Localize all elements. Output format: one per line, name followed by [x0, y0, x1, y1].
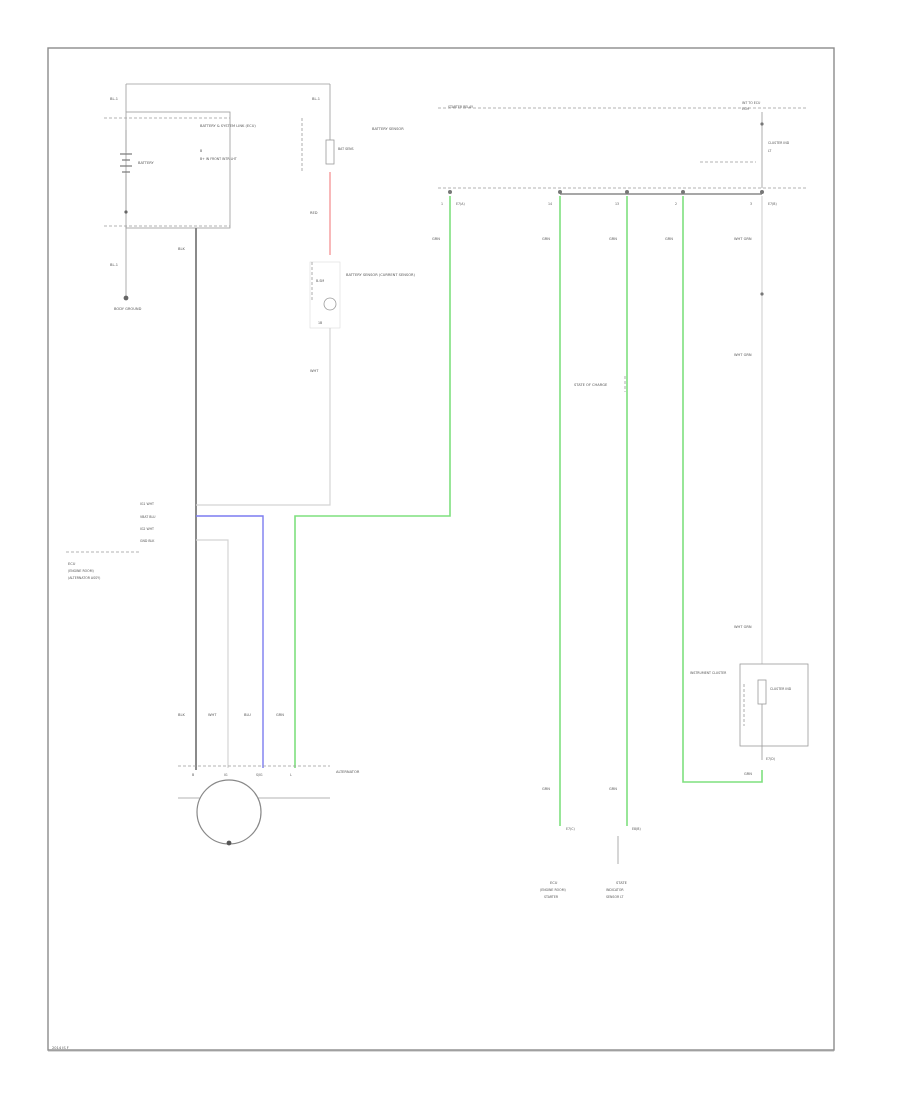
instrument-cluster-box	[739, 663, 809, 747]
blue-wire	[196, 515, 264, 768]
bottom-right-sub2: SENSOR LT	[606, 895, 624, 899]
alt-wire-b: BLK	[178, 713, 185, 717]
fuse-box-label: B+ IN FRONT INTR LHT	[200, 157, 237, 161]
alt-pin-b: B	[192, 773, 194, 777]
white-sensor-wire	[196, 328, 331, 506]
connector-row-2: VBAT BLU	[140, 515, 156, 519]
fuse-body	[325, 139, 335, 165]
black-wire-label: BLK	[178, 247, 185, 251]
top-bus-right-title: INT TO ECU	[742, 101, 761, 105]
connector-row-4: GND BLK	[140, 539, 155, 543]
bus-pin-2	[558, 190, 562, 194]
alternator-ground-dot	[226, 840, 232, 846]
bus-pin-code-5: E7(B)	[768, 202, 777, 206]
bus-pin-num-4: 2	[675, 202, 677, 206]
battery-sub: B	[200, 149, 202, 153]
battery-sensor-pin: B-SM	[316, 279, 324, 283]
connector-name: ECU	[68, 562, 76, 566]
alt-pin-l: L	[290, 773, 292, 777]
bottom-col3-wire: GRN	[609, 787, 617, 791]
cluster-wire-below: GRN	[744, 772, 752, 776]
alt-pin-sig: S/IG	[256, 773, 263, 777]
bottom-right-sub: INDICATOR	[606, 888, 624, 892]
diagram-frame	[47, 47, 835, 1051]
bottom-left-sub2: STARTER	[544, 895, 559, 899]
bus-pin-num-1: 1	[441, 202, 443, 206]
col5-low-wire-label: WHT GRN	[734, 625, 752, 629]
alternator-label: ALTERNATOR	[336, 770, 360, 774]
bus-pin-num-2: 14	[548, 202, 552, 206]
col5-wire-label: WHT GRN	[734, 237, 752, 241]
cluster-ind-sub: LT	[768, 149, 771, 153]
alt-wire-ig: WHT	[208, 713, 217, 717]
white-wire-label: WHT	[310, 369, 319, 373]
battery-sensor-pin2: 1B	[318, 321, 322, 325]
alt-pin-ig: IG	[224, 773, 228, 777]
ref-b-label: BL-1	[312, 97, 320, 101]
fuse-label: BATTERY SENSOR	[372, 127, 404, 131]
ground-label: BODY GROUND	[114, 307, 142, 311]
bus-pin-num-3: 13	[615, 202, 619, 206]
state-of-charge-label: STATE OF CHARGE	[574, 383, 608, 387]
battery-sensor-box	[309, 261, 341, 329]
battery-label: BATTERY	[138, 161, 155, 165]
ground-terminal	[123, 295, 129, 301]
battery-module-box	[125, 111, 231, 229]
bottom-col2-wire: GRN	[542, 787, 550, 791]
bottom-right-name: STATE	[616, 881, 628, 885]
battery-sensor-title: BATTERY SENSOR (CURRENT SENSOR)	[346, 273, 416, 277]
battery-node	[124, 210, 128, 214]
col2-wire-label: GRN	[542, 237, 550, 241]
alt-wire-sig: BLU	[244, 713, 251, 717]
bus-pin-num-5: 3	[750, 202, 752, 206]
top-bus-label: STARTER RELAY	[448, 105, 473, 109]
instrument-cluster-title: INSTRUMENT CLUSTER	[690, 671, 727, 675]
alt-wire-l: GRN	[276, 713, 284, 717]
col1-wire-label: GRN	[432, 237, 440, 241]
bottom-left-pin: E7(C)	[566, 827, 575, 831]
col5-mid-wire-label: WHT GRN	[734, 353, 752, 357]
col4-wire-label: GRN	[665, 237, 673, 241]
connector-row-3: IG2 WHT	[140, 527, 154, 531]
module-title: BATTERY & SYSTEM LINK (ECU)	[200, 124, 256, 128]
battery-sensor-coil	[323, 297, 337, 311]
cluster-ind-title: CLUSTER IND	[768, 141, 790, 145]
cluster-ind-element	[757, 679, 767, 705]
bottom-right-pin: E8(B)	[632, 827, 641, 831]
connector-sub: (ENGINE ROOM)	[68, 569, 94, 573]
fuse-sub: BAT SENS	[338, 147, 354, 151]
col3-wire-label: GRN	[609, 237, 617, 241]
red-wire-label: RED	[310, 211, 318, 215]
cluster-pin-code: E7(D)	[766, 757, 775, 761]
cluster-ind-label: CLUSTER IND	[770, 687, 792, 691]
ecu-feed-node	[760, 122, 764, 126]
bus-pin-3	[625, 190, 629, 194]
col5-mid-node	[760, 292, 764, 296]
col4-green-wire	[682, 196, 763, 783]
ref-a-label: BL-1	[110, 97, 118, 101]
top-bus-right-sub: ECM	[742, 107, 749, 111]
connector-row-1: IG1 WHT	[140, 502, 154, 506]
bus-pin-5	[760, 190, 764, 194]
bottom-left-sub: (ENGINE ROOM)	[540, 888, 566, 892]
green-alt-wire	[294, 196, 451, 768]
bottom-left-name: ECU	[550, 881, 558, 885]
bus-pin-code-1: E7(A)	[456, 202, 465, 206]
bus-pin-1	[448, 190, 452, 194]
alternator-symbol	[196, 779, 262, 845]
ground-ref: BL-1	[110, 263, 118, 267]
bus-pin-4	[681, 190, 685, 194]
footer-code: 2014 IS F	[52, 1046, 69, 1050]
white-ig-wire	[196, 539, 229, 768]
connector-desc: (ALTERNATOR ASSY)	[68, 576, 100, 580]
